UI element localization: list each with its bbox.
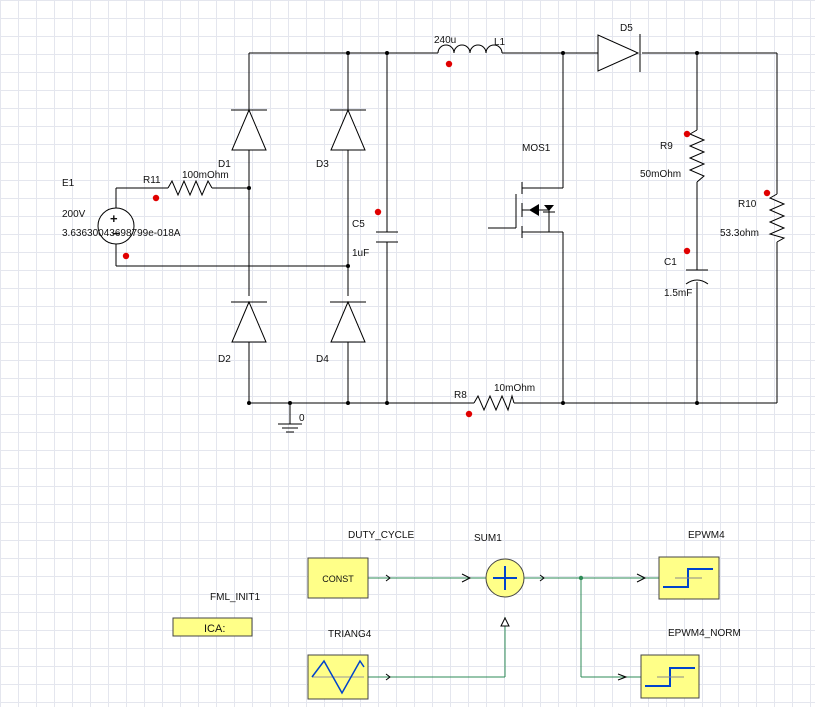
voltage-source-e1[interactable]: + − bbox=[97, 207, 135, 245]
d1-name: D1 bbox=[218, 159, 231, 170]
resistor-r11[interactable] bbox=[167, 179, 213, 197]
diode-d5[interactable] bbox=[597, 34, 641, 72]
mos1-name: MOS1 bbox=[522, 143, 551, 154]
control-wires bbox=[368, 573, 659, 681]
probe-markers bbox=[122, 60, 771, 418]
r8-name: R8 bbox=[454, 390, 467, 401]
capacitor-c1[interactable] bbox=[685, 269, 709, 285]
d4-name: D4 bbox=[316, 354, 329, 365]
triangle-generator-triang4[interactable] bbox=[307, 654, 369, 700]
r11-value: 100mOhm bbox=[182, 170, 229, 181]
r10-name: R10 bbox=[738, 199, 757, 210]
e1-current: 3.6363004369879​9e-018A bbox=[62, 228, 181, 239]
diode-d4[interactable] bbox=[330, 300, 366, 343]
r8-value: 10mOhm bbox=[494, 383, 535, 394]
resistor-r8[interactable] bbox=[473, 394, 515, 412]
formula-init-fml-init1[interactable] bbox=[172, 617, 253, 637]
triang4-name: TRIANG4 bbox=[328, 629, 372, 640]
resistor-r10[interactable] bbox=[768, 193, 786, 243]
d2-name: D2 bbox=[218, 354, 231, 365]
diode-d3[interactable] bbox=[330, 108, 366, 151]
l1-value: 240u bbox=[434, 35, 456, 46]
pwm-block-epwm4-norm[interactable] bbox=[640, 654, 700, 699]
epwm4-norm-name: EPWM4_NORM bbox=[668, 628, 741, 639]
fml-init1-name: FML_INIT1 bbox=[210, 592, 260, 603]
inductor-l1[interactable] bbox=[437, 44, 503, 54]
junction-dots bbox=[247, 51, 699, 405]
r9-name: R9 bbox=[660, 141, 673, 152]
c1-value: 1.5mF bbox=[664, 288, 692, 299]
svg-text:−: − bbox=[112, 226, 120, 241]
sum1-name: SUM1 bbox=[474, 533, 502, 544]
ground-label: 0 bbox=[299, 413, 305, 424]
r10-value: 53.3ohm bbox=[720, 228, 759, 239]
fml-init1-block-text: ICA: bbox=[204, 623, 225, 635]
l1-name: L1 bbox=[494, 37, 506, 48]
mosfet-mos1[interactable] bbox=[488, 182, 564, 244]
d3-name: D3 bbox=[316, 159, 329, 170]
c5-value: 1uF bbox=[352, 248, 369, 259]
diode-d2[interactable] bbox=[231, 300, 267, 343]
c1-name: C1 bbox=[664, 257, 677, 268]
summer-sum1[interactable] bbox=[485, 558, 525, 598]
duty-cycle-name: DUTY_CYCLE bbox=[348, 530, 414, 541]
svg-text:+: + bbox=[110, 211, 118, 226]
resistor-r9[interactable] bbox=[688, 129, 706, 183]
pwm-block-epwm4[interactable] bbox=[658, 556, 720, 600]
capacitor-c5[interactable] bbox=[376, 231, 398, 243]
r11-name: R11 bbox=[143, 175, 161, 186]
epwm4-name: EPWM4 bbox=[688, 530, 725, 541]
e1-value: 200V bbox=[62, 209, 86, 220]
r9-value: 50mOhm bbox=[640, 169, 681, 180]
ground-symbol bbox=[278, 423, 302, 433]
power-wires bbox=[115, 52, 778, 424]
diode-d1[interactable] bbox=[231, 108, 267, 151]
d5-name: D5 bbox=[620, 23, 633, 34]
c5-name: C5 bbox=[352, 219, 365, 230]
e1-name: E1 bbox=[62, 178, 75, 189]
duty-cycle-block-text: CONST bbox=[322, 574, 354, 584]
const-block-duty-cycle[interactable] bbox=[307, 557, 369, 599]
